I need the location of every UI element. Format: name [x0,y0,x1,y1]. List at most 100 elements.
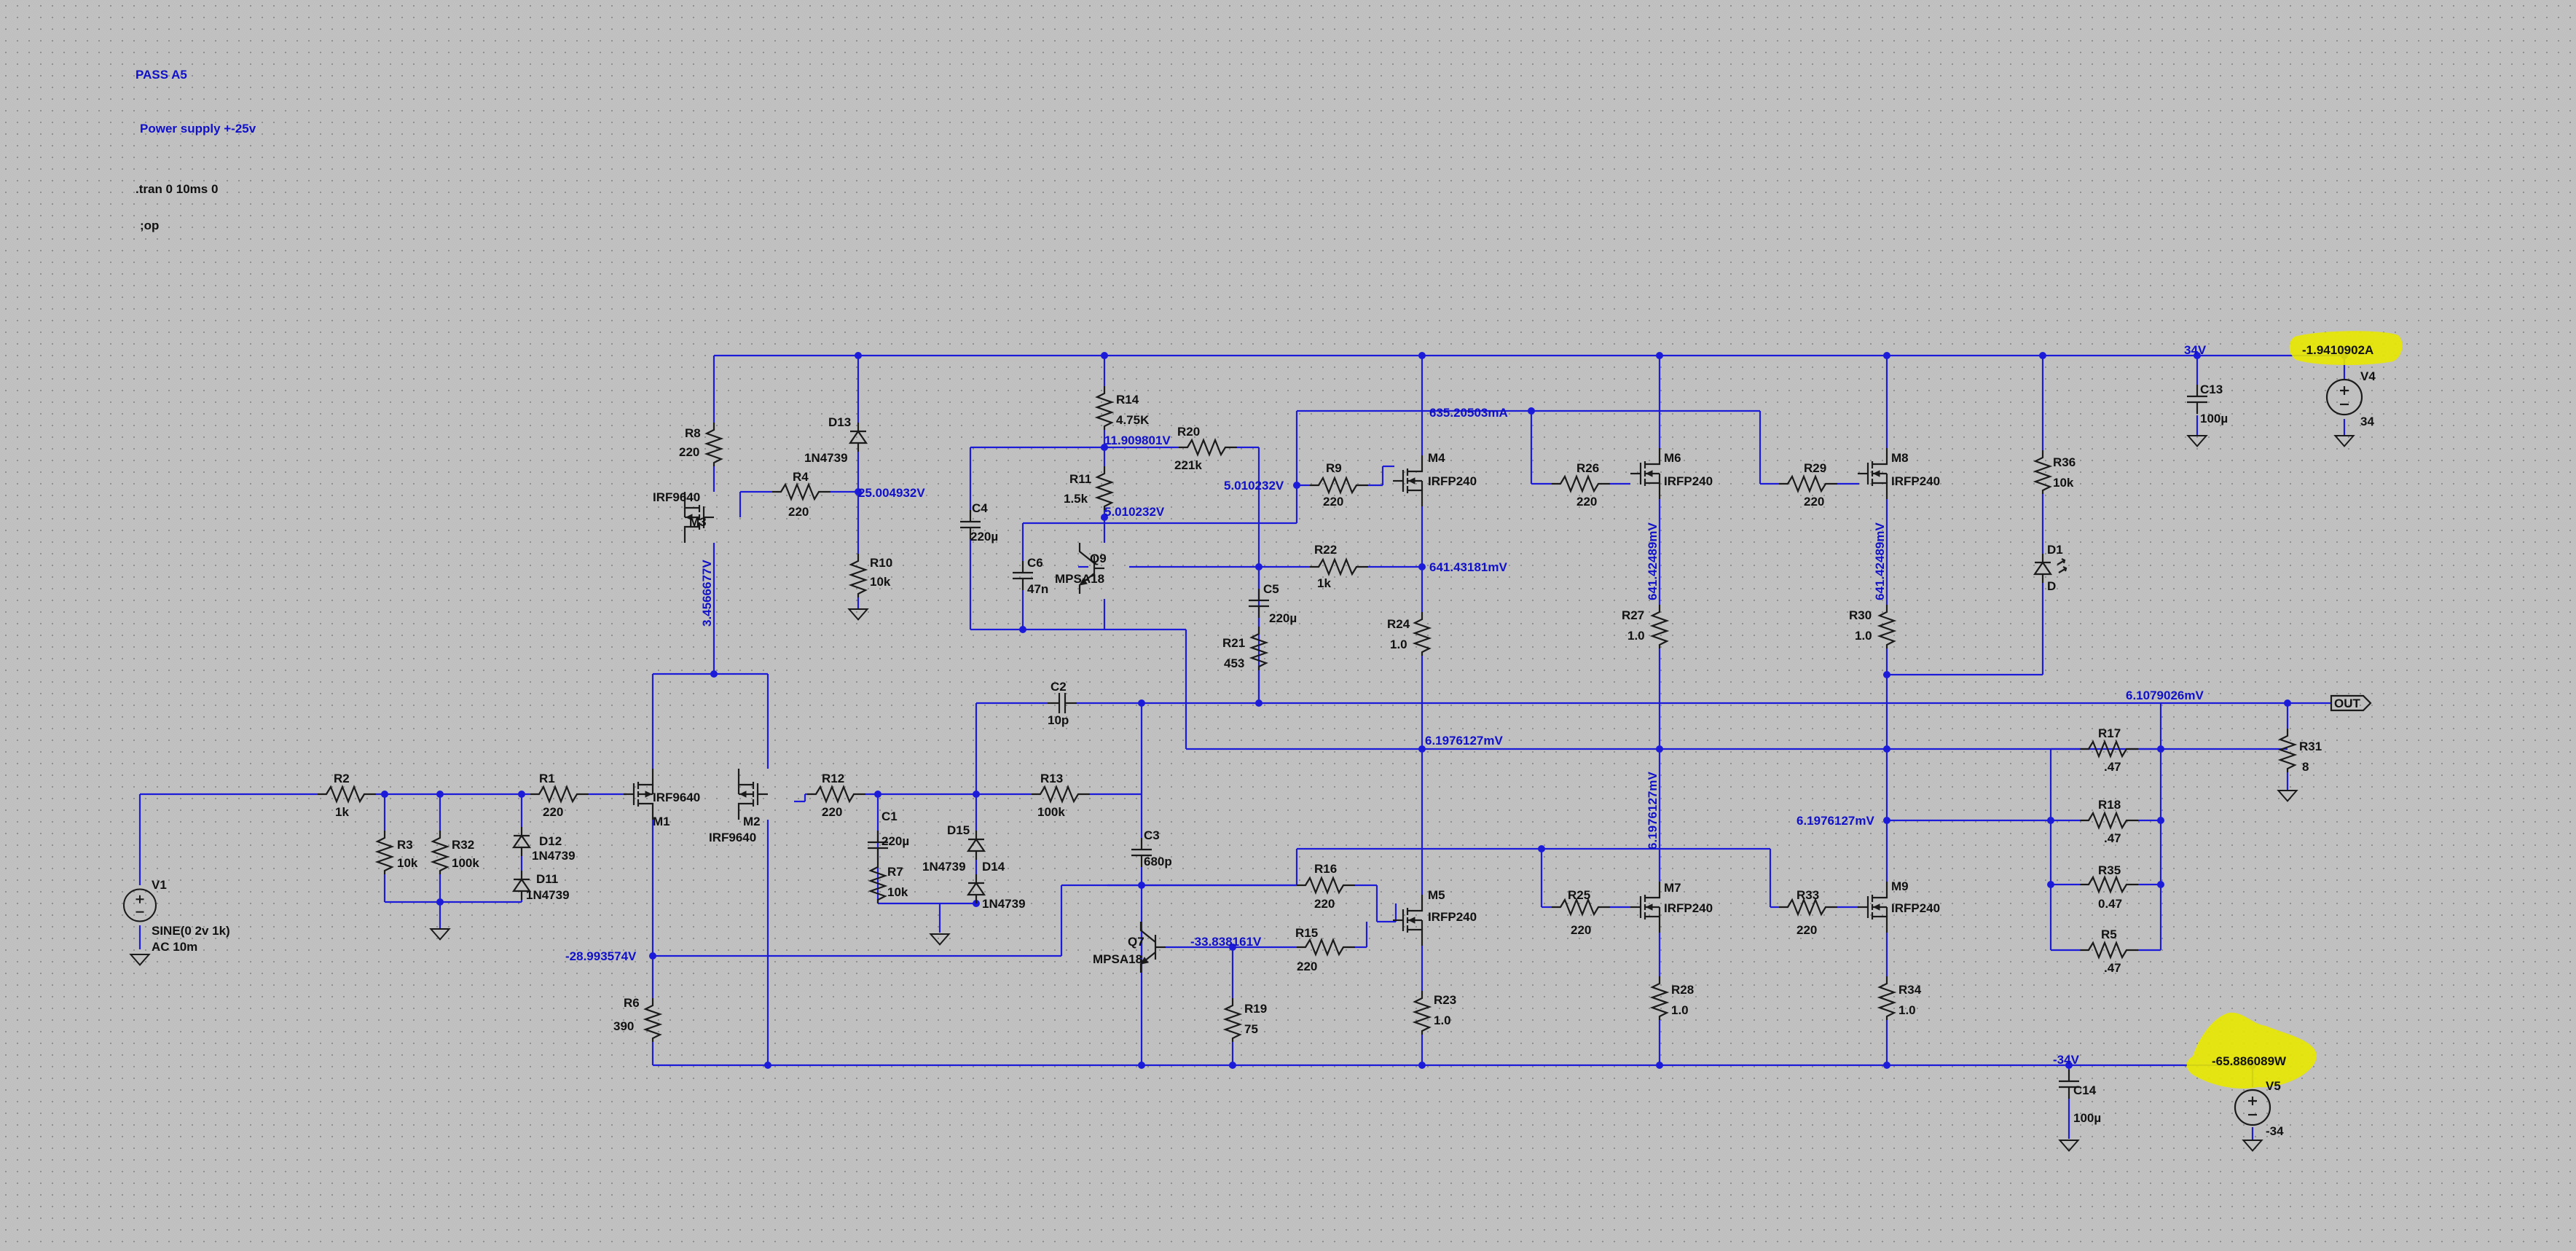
m1-symbol[interactable] [622,767,654,821]
d12-value: 1N4739 [532,849,576,863]
r30-name: R30 [1849,608,1872,622]
r2-name: R2 [334,772,350,785]
r33-symbol[interactable] [1778,898,1839,916]
r31-symbol[interactable] [2279,727,2296,774]
m6-name: M6 [1664,451,1681,465]
r28-symbol[interactable] [1651,975,1668,1021]
r30-symbol[interactable] [1878,603,1896,650]
r24-symbol[interactable] [1413,611,1431,657]
r2-value: 1k [335,805,349,819]
m2-symbol[interactable] [737,767,769,821]
r12-symbol[interactable] [806,785,867,803]
r3-symbol[interactable] [376,829,393,876]
r33-value: 220 [1796,923,1817,937]
r29-value: 220 [1804,495,1824,509]
v5-source-symbol[interactable] [2234,1089,2271,1126]
r7-value: 10k [887,885,908,899]
r25-value: 220 [1571,923,1591,937]
probe-q7-collector: -33.838161V [1190,935,1262,949]
m4-symbol[interactable] [1391,454,1424,508]
m2-value: IRF9640 [709,831,756,844]
d1-symbol[interactable] [2033,552,2052,584]
m7-symbol[interactable] [1629,880,1661,934]
r28-name: R28 [1671,983,1694,997]
m7-value: IRFP240 [1664,901,1713,915]
r23-symbol[interactable] [1413,989,1431,1036]
r29-name: R29 [1804,461,1826,475]
r5-symbol[interactable] [2078,941,2140,959]
d15-value: 1N4739 [922,860,966,874]
r36-symbol[interactable] [2034,449,2051,495]
m5-name: M5 [1428,888,1445,902]
r17-name: R17 [2098,726,2121,740]
r27-symbol[interactable] [1651,603,1668,650]
net-label-vpos[interactable]: 34V [2184,343,2207,357]
r26-symbol[interactable] [1550,475,1611,493]
c6-value: 47n [1027,582,1048,596]
out-net-flag[interactable] [2330,694,2372,712]
q9-symbol[interactable] [1078,541,1106,595]
c2-value: 10p [1048,713,1069,727]
r34-symbol[interactable] [1878,975,1896,1021]
d13-name: D13 [828,415,851,429]
d13-symbol[interactable] [849,421,868,453]
r14-name: R14 [1116,393,1139,407]
r6-name: R6 [624,996,640,1010]
r20-symbol[interactable] [1177,439,1238,456]
r22-symbol[interactable] [1308,558,1370,576]
r1-symbol[interactable] [529,785,590,803]
m8-symbol[interactable] [1856,447,1888,501]
r6-value: 390 [613,1019,634,1033]
r18-symbol[interactable] [2078,812,2140,829]
r13-symbol[interactable] [1030,785,1091,803]
tran-directive[interactable]: .tran 0 10ms 0 [136,182,218,196]
r16-symbol[interactable] [1295,877,1356,894]
m4-name: M4 [1428,451,1445,465]
ground-icon [2334,434,2355,447]
r19-symbol[interactable] [1224,997,1241,1043]
m6-symbol[interactable] [1629,447,1661,501]
probe-r14-node: 11.909801V [1104,434,1171,447]
m5-symbol[interactable] [1391,893,1424,947]
r6-symbol[interactable] [644,997,661,1043]
op-directive[interactable]: ;op [140,219,159,232]
r29-symbol[interactable] [1778,475,1839,493]
r32-symbol[interactable] [431,829,449,876]
q7-symbol[interactable] [1139,920,1167,974]
probe-m1-source: -28.993574V [565,949,637,963]
r9-symbol[interactable] [1308,477,1370,494]
m9-name: M9 [1891,879,1909,893]
r9-value: 220 [1323,495,1343,509]
c2-symbol[interactable] [1046,691,1078,715]
q7-value: MPSA18 [1093,952,1142,966]
r10-symbol[interactable] [849,552,867,599]
r20-name: R20 [1177,425,1200,439]
r15-symbol[interactable] [1295,938,1356,956]
r14-symbol[interactable] [1096,385,1113,431]
r3-value: 10k [397,856,418,870]
r4-symbol[interactable] [771,483,832,501]
r35-symbol[interactable] [2078,876,2140,893]
r18-name: R18 [2098,798,2121,812]
r2-symbol[interactable] [316,785,377,803]
v4-source-symbol[interactable] [2325,378,2363,416]
d15-symbol[interactable] [967,829,986,861]
r8-symbol[interactable] [705,421,723,468]
ground-icon [930,933,950,946]
q7-name: Q7 [1128,935,1144,949]
net-label-out[interactable]: OUT [2334,697,2361,710]
r26-name: R26 [1576,461,1599,475]
r25-symbol[interactable] [1550,898,1611,916]
r28-value: 1.0 [1671,1003,1689,1017]
r31-value: 8 [2302,760,2309,774]
net-label-vneg[interactable]: -34V [2053,1053,2080,1067]
m9-value: IRFP240 [1891,901,1940,915]
r19-value: 75 [1244,1022,1258,1036]
v1-source-symbol[interactable] [122,888,157,922]
r23-name: R23 [1434,993,1456,1007]
d12-symbol[interactable] [512,825,531,858]
ground-icon [130,953,150,966]
m9-symbol[interactable] [1856,880,1888,934]
r11-symbol[interactable] [1096,465,1113,511]
